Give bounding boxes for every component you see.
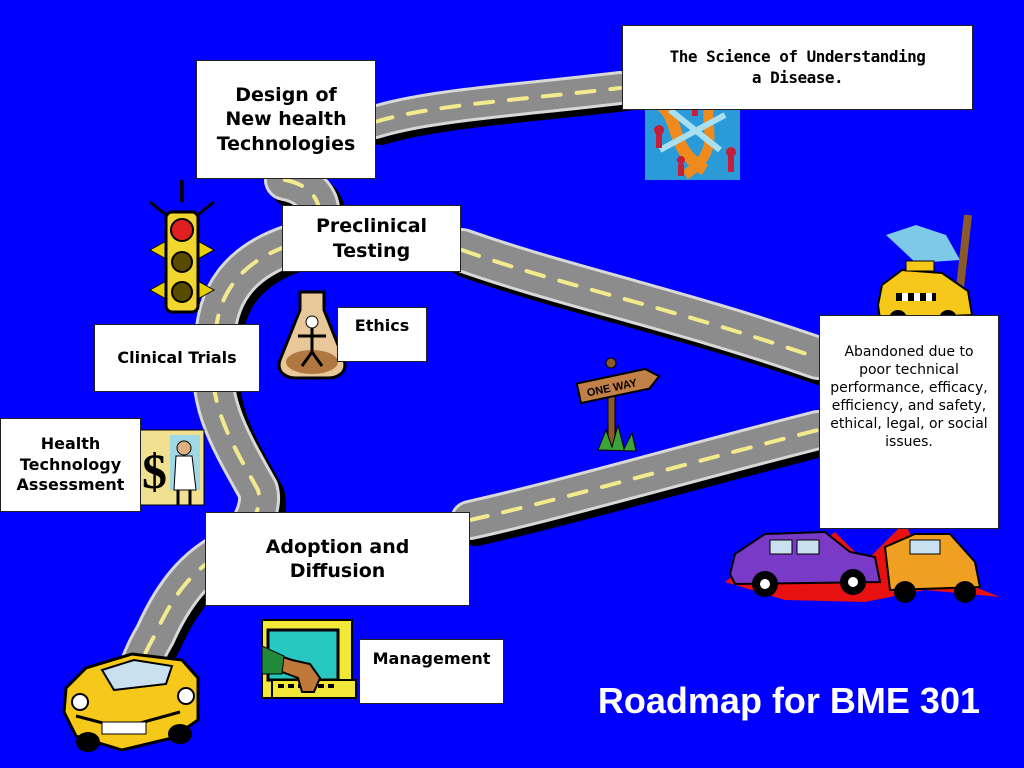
management-box: Management	[359, 639, 504, 704]
old-yellow-car-icon	[62, 652, 200, 752]
hta-label: Health Technology Assessment	[16, 434, 125, 495]
science-label: The Science of Understanding a Disease.	[669, 47, 926, 87]
traffic-light-icon	[148, 180, 216, 314]
ethics-label: Ethics	[354, 316, 410, 335]
dollar-sign: $	[142, 443, 167, 499]
science-box: The Science of Understanding a Disease.	[622, 25, 973, 110]
ethics-box: Ethics	[337, 307, 427, 362]
management-label: Management	[372, 649, 491, 668]
adoption-box: Adoption and Diffusion	[205, 512, 470, 606]
winding-road	[132, 88, 824, 706]
abandoned-box: Abandoned due to poor technical performa…	[819, 315, 999, 529]
clinical-trials-box: Clinical Trials	[94, 324, 260, 392]
preclinical-label: Preclinical Testing	[315, 215, 428, 262]
clinical-trials-label: Clinical Trials	[117, 347, 237, 367]
design-label: Design of New health Technologies	[216, 84, 356, 155]
adoption-label: Adoption and Diffusion	[265, 535, 410, 582]
flask-figure-icon	[277, 290, 347, 380]
abandoned-label: Abandoned due to poor technical performa…	[830, 344, 988, 450]
preclinical-box: Preclinical Testing	[282, 205, 461, 272]
computer-hand-icon	[261, 619, 357, 699]
dollar-doctor-icon: $	[139, 429, 205, 506]
hta-box: Health Technology Assessment	[0, 418, 141, 512]
design-box: Design of New health Technologies	[196, 60, 376, 179]
one-way-sign-icon: ONE WAY	[575, 357, 661, 452]
taxi-crash-icon	[876, 214, 974, 328]
slide-title: Roadmap for BME 301	[597, 680, 980, 721]
car-crash-icon	[725, 522, 1000, 603]
